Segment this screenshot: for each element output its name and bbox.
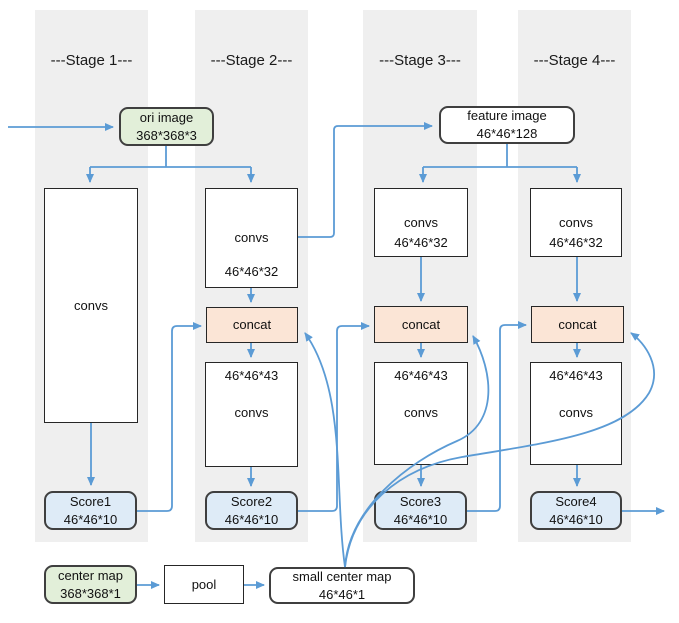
stage3-convs-node: convs 46*46*32	[374, 188, 468, 257]
score1-node: Score1 46*46*10	[44, 491, 137, 530]
score3-node: Score3 46*46*10	[374, 491, 467, 530]
score4-dims: 46*46*10	[549, 511, 603, 527]
stage2-label: ---Stage 2---	[210, 52, 293, 69]
score3-title: Score3	[399, 493, 442, 509]
stage3-convs43-dims: 46*46*43	[394, 368, 448, 383]
stage4-convs-dims: 46*46*32	[549, 235, 603, 250]
feature-image-node: feature image 46*46*128	[439, 106, 575, 144]
stage3-label: ---Stage 3---	[379, 52, 461, 69]
arrow-small-center-map-to-stage2-concat	[304, 332, 346, 568]
center-map-dims: 368*368*1	[60, 585, 121, 601]
stage4-convs43-label: convs	[559, 405, 593, 420]
small-center-map-node: small center map 46*46*1	[269, 567, 415, 604]
stage4-convs43-node: 46*46*43 convs	[530, 362, 622, 465]
score1-title: Score1	[69, 493, 112, 509]
stage3-convs-dims: 46*46*32	[394, 235, 448, 250]
ori-image-node: ori image 368*368*3	[119, 107, 214, 146]
small-center-map-dims: 46*46*1	[318, 586, 366, 602]
stage4-concat-label: concat	[558, 316, 597, 332]
arrow-score2-to-stage3-concat	[298, 322, 370, 512]
feature-image-title: feature image	[467, 108, 547, 123]
stage1-convs-node: convs	[44, 188, 138, 423]
feature-image-dims: 46*46*128	[476, 126, 538, 141]
ori-image-dims: 368*368*3	[136, 127, 197, 143]
stage3-concat-node: concat	[374, 306, 468, 343]
stage3-convs43-label: convs	[404, 405, 438, 420]
stage4-label: ---Stage 4---	[533, 52, 616, 69]
stage2-concat-label: concat	[232, 317, 272, 332]
ori-image-title: ori image	[139, 109, 194, 125]
score2-dims: 46*46*10	[224, 511, 279, 527]
score2-node: Score2 46*46*10	[205, 491, 298, 530]
stage1-convs-label: convs	[74, 297, 108, 313]
pool-label: pool	[191, 576, 217, 592]
stage3-convs43-node: 46*46*43 convs	[374, 362, 468, 465]
stage3-concat-label: concat	[401, 316, 441, 332]
score4-title: Score4	[555, 493, 597, 509]
score4-node: Score4 46*46*10	[530, 491, 622, 530]
small-center-map-title: small center map	[292, 568, 392, 584]
stage4-convs-label: convs	[559, 215, 593, 230]
score3-dims: 46*46*10	[393, 511, 448, 527]
stage3-convs-label: convs	[404, 215, 438, 230]
center-map-node: center map 368*368*1	[44, 565, 137, 604]
stage2-convs43-dims: 46*46*43	[224, 368, 279, 383]
stage4-convs-node: convs 46*46*32	[530, 188, 622, 257]
score2-title: Score2	[230, 493, 273, 509]
center-map-title: center map	[57, 567, 124, 583]
score1-dims: 46*46*10	[63, 511, 118, 527]
pool-node: pool	[164, 565, 244, 604]
stage4-concat-node: concat	[531, 306, 624, 343]
stage1-label: ---Stage 1---	[50, 52, 133, 69]
stage2-convs-node: convs 46*46*32	[205, 188, 298, 288]
stage2-concat-node: concat	[206, 307, 298, 343]
stage2-convs43-node: 46*46*43 convs	[205, 362, 298, 467]
stage2-convs43-label: convs	[234, 405, 269, 420]
stage2-convs-label: convs	[234, 230, 269, 245]
stage4-convs43-dims: 46*46*43	[549, 368, 603, 383]
stage2-convs-dims: 46*46*32	[224, 264, 279, 279]
